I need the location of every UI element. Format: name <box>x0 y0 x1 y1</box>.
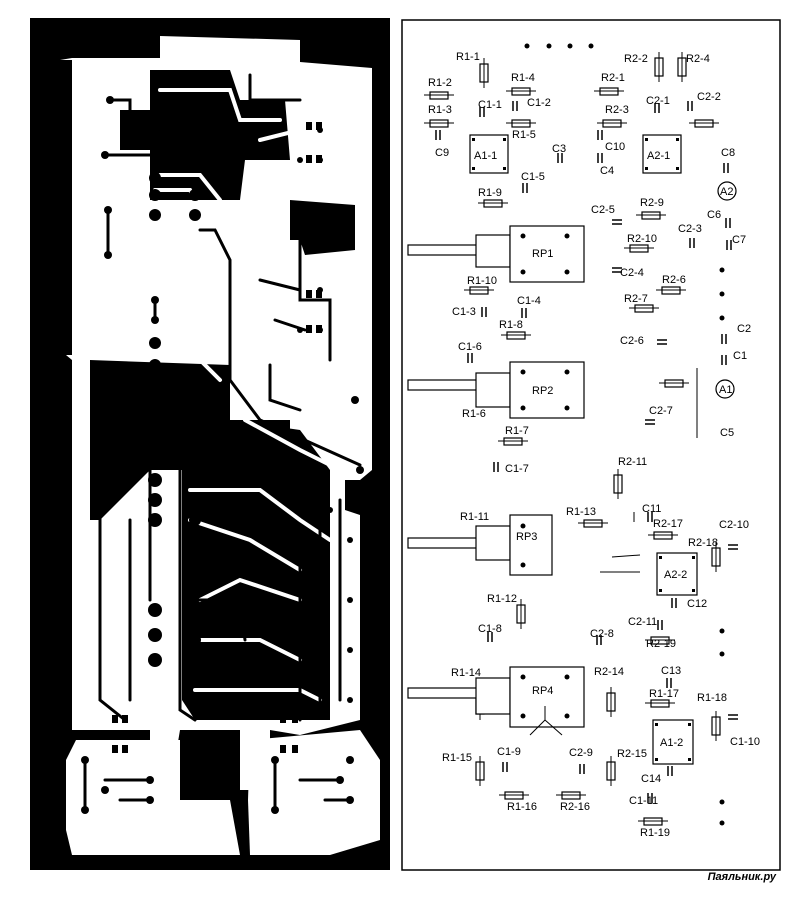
label-a2-1: A2-1 <box>647 150 670 162</box>
label-rp4: RP4 <box>532 685 553 697</box>
label-r2-1: R2-1 <box>601 72 625 84</box>
label-r1-11: R1-11 <box>460 511 489 523</box>
label-c2: C2 <box>737 323 751 335</box>
label-r1-18: R1-18 <box>697 692 727 704</box>
copper-pour <box>60 36 380 855</box>
label-r1-4: R1-4 <box>511 72 535 84</box>
pcb-pads <box>81 96 364 814</box>
pcb-traces <box>153 88 362 702</box>
label-a1-2: A1-2 <box>660 737 683 749</box>
label-r1-9: R1-9 <box>478 187 502 199</box>
label-r1-2: R1-2 <box>428 77 452 89</box>
label-r2-6: R2-6 <box>662 274 686 286</box>
label-c2-10: C2-10 <box>719 519 749 531</box>
label-r2-15: R2-15 <box>617 748 647 760</box>
label-r2-19: R2-19 <box>646 638 676 650</box>
label-r2-14: R2-14 <box>594 666 624 678</box>
label-c1-10: C1-10 <box>730 736 760 748</box>
label-c2-6: C2-6 <box>620 335 644 347</box>
label-r1-7: R1-7 <box>505 425 529 437</box>
header-dots <box>524 43 725 826</box>
label-c2-9: C2-9 <box>569 747 593 759</box>
label-c6: C6 <box>707 209 721 221</box>
watermark-text: Паяльник.ру <box>708 871 777 883</box>
label-c2-1: C2-1 <box>646 95 670 107</box>
label-rp2: RP2 <box>532 385 553 397</box>
label-c1-11: C1-11 <box>629 795 658 807</box>
label-c8: C8 <box>721 147 735 159</box>
pot-terminals <box>520 233 570 719</box>
label-c1-3: C1-3 <box>452 306 476 318</box>
label-r1-5: R1-5 <box>512 129 536 141</box>
label-a1-1: A1-1 <box>474 150 497 162</box>
label-c1: C1 <box>733 350 747 362</box>
label-c10: C10 <box>605 141 625 153</box>
ic-pins <box>472 138 695 761</box>
label-c2-2: C2-2 <box>697 91 721 103</box>
label-r2-10: R2-10 <box>627 233 657 245</box>
label-c4: C4 <box>600 165 614 177</box>
label-r2-4: R2-4 <box>686 53 710 65</box>
label-a1: A1 <box>719 384 732 396</box>
label-r2-2: R2-2 <box>624 53 648 65</box>
label-c14: C14 <box>641 773 661 785</box>
label-r2-11: R2-11 <box>618 456 647 468</box>
label-c5: C5 <box>720 427 734 439</box>
label-c3: C3 <box>552 143 566 155</box>
label-r1-10: R1-10 <box>467 275 497 287</box>
label-c1-5: C1-5 <box>521 171 545 183</box>
label-rp3: RP3 <box>516 531 537 543</box>
label-c12: C12 <box>687 598 707 610</box>
label-r1-6: R1-6 <box>462 408 486 420</box>
label-r1-15: R1-15 <box>442 752 472 764</box>
label-r1-12: R1-12 <box>487 593 517 605</box>
pcb-traces-dark <box>83 73 362 812</box>
label-r2-18: R2-18 <box>688 537 718 549</box>
label-c1-4: C1-4 <box>517 295 541 307</box>
component-placement-side: R1-1R1-2R1-3R1-4R1-5C1-1C1-2C9A1-1C3C10C… <box>401 19 781 871</box>
label-r1-19: R1-19 <box>640 827 670 839</box>
label-a2: A2 <box>720 186 733 198</box>
label-r1-8: R1-8 <box>499 319 523 331</box>
label-c2-5: C2-5 <box>591 204 615 216</box>
ic-packages <box>469 134 698 765</box>
label-c9: C9 <box>435 147 449 159</box>
label-r1-17: R1-17 <box>649 688 679 700</box>
label-rp1: RP1 <box>532 248 553 260</box>
label-r1-3: R1-3 <box>428 104 452 116</box>
label-r1-13: R1-13 <box>566 506 596 518</box>
label-c1-1: C1-1 <box>478 99 502 111</box>
label-r2-7: R2-7 <box>624 293 648 305</box>
label-c1-9: C1-9 <box>497 746 521 758</box>
connector-rings <box>715 181 737 399</box>
label-r2-9: R2-9 <box>640 197 664 209</box>
label-c1-8: C1-8 <box>478 623 502 635</box>
label-c1-2: C1-2 <box>527 97 551 109</box>
label-c2-3: C2-3 <box>678 223 702 235</box>
label-c1-7: C1-7 <box>505 463 529 475</box>
label-r2-3: R2-3 <box>605 104 629 116</box>
label-r1-14: R1-14 <box>451 667 481 679</box>
label-c2-7: C2-7 <box>649 405 673 417</box>
label-c11: C11 <box>642 503 661 515</box>
label-c2-11: C2-11 <box>628 616 657 628</box>
label-c2-4: C2-4 <box>620 267 644 279</box>
label-c13: C13 <box>661 665 681 677</box>
label-r1-1: R1-1 <box>456 51 480 63</box>
misc-lines <box>529 368 698 736</box>
capacitor-symbols <box>435 101 738 803</box>
pcb-trace-side <box>30 18 390 870</box>
label-r2-17: R2-17 <box>653 518 683 530</box>
label-c1-6: C1-6 <box>458 341 482 353</box>
label-a2-2: A2-2 <box>664 569 687 581</box>
label-c2-8: C2-8 <box>590 628 614 640</box>
label-c7: C7 <box>732 234 746 246</box>
label-r2-16: R2-16 <box>560 801 590 813</box>
label-r1-16: R1-16 <box>507 801 537 813</box>
